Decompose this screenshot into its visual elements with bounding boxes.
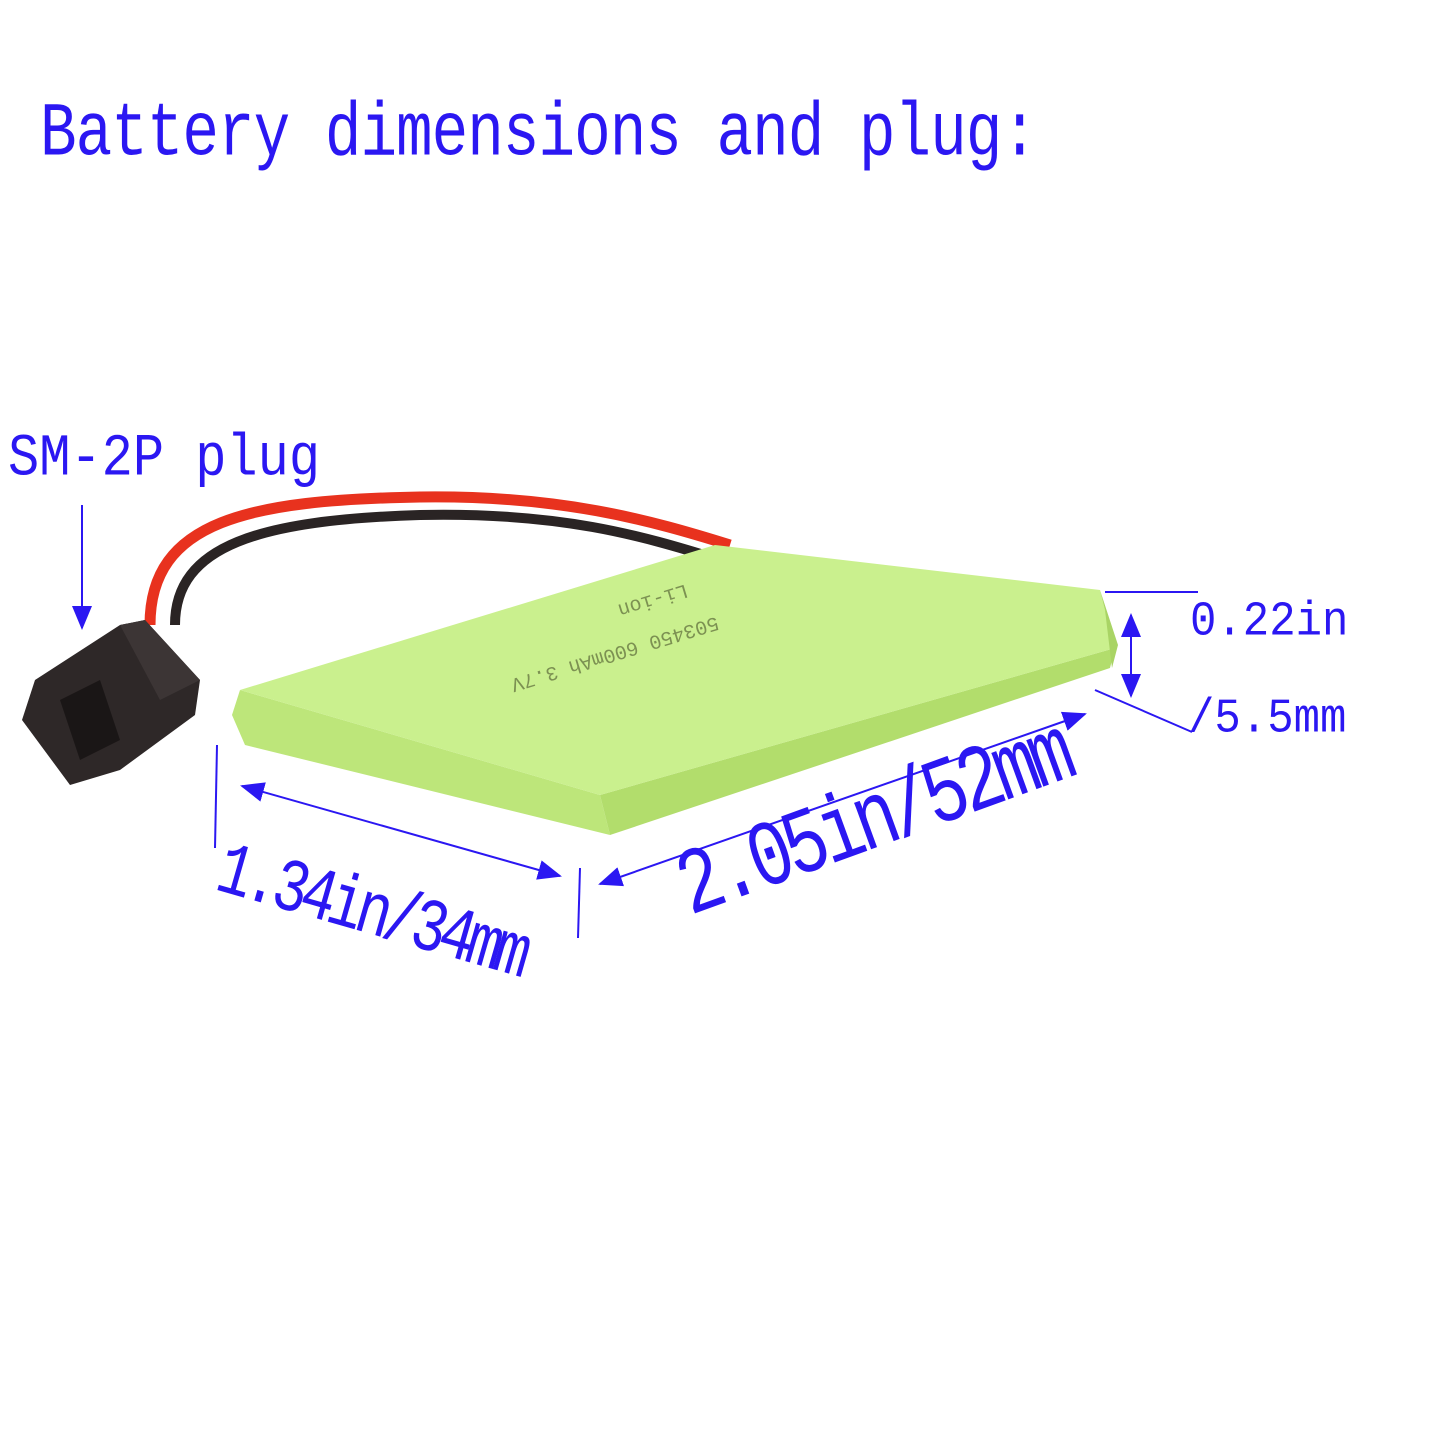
width-extension-right (577, 867, 581, 939)
sm-2p-connector (22, 620, 200, 785)
width-extension-left (214, 744, 218, 849)
plug-label: SM-2P plug (8, 425, 321, 493)
length-arrow (598, 711, 1087, 887)
height-mm-label: /5.5mm (1188, 692, 1347, 747)
page-title: Battery dimensions and plug: (40, 92, 1038, 179)
width-arrow (240, 782, 562, 880)
height-extension-bottom (1094, 689, 1193, 733)
wires (144, 491, 732, 626)
height-inches-label: 0.22in (1190, 595, 1349, 650)
dimension-lines (72, 505, 1198, 939)
